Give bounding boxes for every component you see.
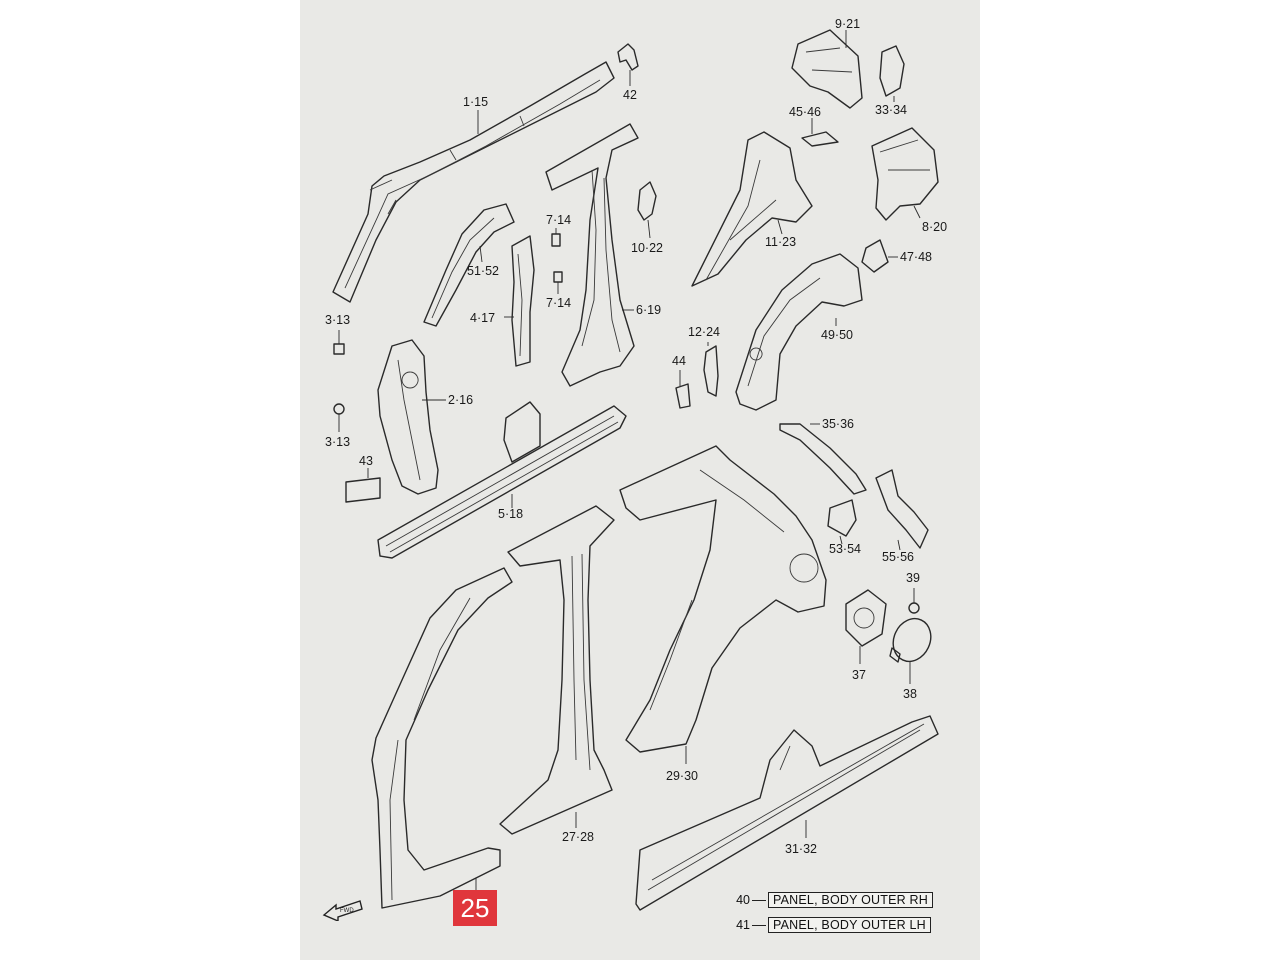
- callout-11-23: 11·23: [765, 235, 796, 249]
- callout-37: 37: [852, 668, 866, 682]
- callout-49-50: 49·50: [821, 328, 853, 342]
- callout-47-48: 47·48: [900, 250, 932, 264]
- part-bracket-53-54[interactable]: [827, 499, 857, 545]
- legend-leader: [752, 924, 766, 926]
- part-bracket-10-22[interactable]: [637, 181, 657, 239]
- callout-44: 44: [672, 354, 686, 368]
- callout-8-20: 8·20: [922, 220, 947, 234]
- part-outer-rocker[interactable]: [635, 715, 939, 911]
- part-plate-43[interactable]: [345, 468, 381, 503]
- part-clip-7-14-lower[interactable]: [553, 271, 563, 294]
- legend-description: PANEL, BODY OUTER RH: [768, 892, 933, 908]
- callout-6-19: 6·19: [636, 303, 661, 317]
- part-rear-panel-9-21[interactable]: [791, 29, 863, 109]
- part-bracket-44[interactable]: [675, 370, 691, 409]
- callout-38: 38: [903, 687, 917, 701]
- callout-55-56: 55·56: [882, 550, 914, 564]
- part-outer-center-pillar[interactable]: [499, 505, 615, 835]
- part-bracket-47-48[interactable]: [861, 239, 898, 273]
- part-rod-35-36[interactable]: [779, 423, 867, 495]
- part-outer-rear-quarter[interactable]: [619, 445, 827, 764]
- legend-number: 40: [736, 893, 750, 907]
- callout-43: 43: [359, 454, 373, 468]
- callout-1-15: 1·15: [463, 95, 488, 109]
- part-wheelhouse-49-50[interactable]: [735, 253, 863, 411]
- part-roof-side-rail[interactable]: [332, 61, 615, 303]
- part-quarter-inner-11-23[interactable]: [691, 131, 813, 287]
- callout-29-30: 29·30: [666, 769, 698, 783]
- callout-35-36: 35·36: [822, 417, 854, 431]
- part-shim-45-46[interactable]: [801, 118, 839, 147]
- callout-27-28: 27·28: [562, 830, 594, 844]
- part-fastener-3-13-lower[interactable]: [333, 403, 345, 432]
- part-pillar-reinforcement[interactable]: [504, 235, 535, 367]
- part-bracket-33-34[interactable]: [879, 45, 905, 102]
- page-number-badge: 25: [453, 890, 497, 926]
- part-front-pillar-upper[interactable]: [423, 203, 515, 327]
- part-bracket-55-56[interactable]: [875, 469, 929, 551]
- callout-31-32: 31·32: [785, 842, 817, 856]
- callout-12-24: 12·24: [688, 325, 720, 339]
- callout-4-17: 4·17: [470, 311, 495, 325]
- part-inner-sill[interactable]: [377, 401, 627, 559]
- callout-5-18: 5·18: [498, 507, 523, 521]
- part-bracket-12-24[interactable]: [703, 342, 719, 397]
- legend-description: PANEL, BODY OUTER LH: [768, 917, 931, 933]
- part-clip-7-14-upper[interactable]: [551, 228, 561, 247]
- callout-9-21: 9·21: [835, 17, 860, 31]
- callout-3-13-lower: 3·13: [325, 435, 350, 449]
- callout-10-22: 10·22: [631, 241, 663, 255]
- part-bolt-39[interactable]: [908, 588, 920, 614]
- callout-2-16: 2·16: [448, 393, 473, 407]
- callout-42: 42: [623, 88, 637, 102]
- callout-7-14-lower: 7·14: [546, 296, 571, 310]
- callout-7-14-upper: 7·14: [546, 213, 571, 227]
- part-bracket-42[interactable]: [617, 43, 639, 86]
- callout-45-46: 45·46: [789, 105, 821, 119]
- part-fastener-3-13-upper[interactable]: [333, 330, 345, 355]
- part-quarter-inner-8-20[interactable]: [871, 127, 939, 221]
- legend-row-40: 40 PANEL, BODY OUTER RH: [726, 891, 933, 909]
- legend-number: 41: [736, 918, 750, 932]
- callout-53-54: 53·54: [829, 542, 861, 556]
- part-fuel-lid-38[interactable]: [886, 612, 937, 684]
- part-front-pillar-lower[interactable]: [377, 339, 446, 495]
- callout-39: 39: [906, 571, 920, 585]
- part-outer-front-section[interactable]: [371, 567, 513, 909]
- legend-row-41: 41 PANEL, BODY OUTER LH: [726, 916, 931, 934]
- diagram-sheet: [300, 0, 980, 960]
- legend-leader: [752, 899, 766, 901]
- callout-51-52: 51·52: [467, 264, 499, 278]
- direction-arrow-label: FWD: [340, 908, 354, 914]
- callout-3-13-upper: 3·13: [325, 313, 350, 327]
- part-fuel-housing-37[interactable]: [845, 589, 887, 664]
- front-direction-arrow-icon: FWD: [322, 900, 363, 921]
- part-center-pillar-inner[interactable]: [545, 123, 639, 387]
- callout-33-34: 33·34: [875, 103, 907, 117]
